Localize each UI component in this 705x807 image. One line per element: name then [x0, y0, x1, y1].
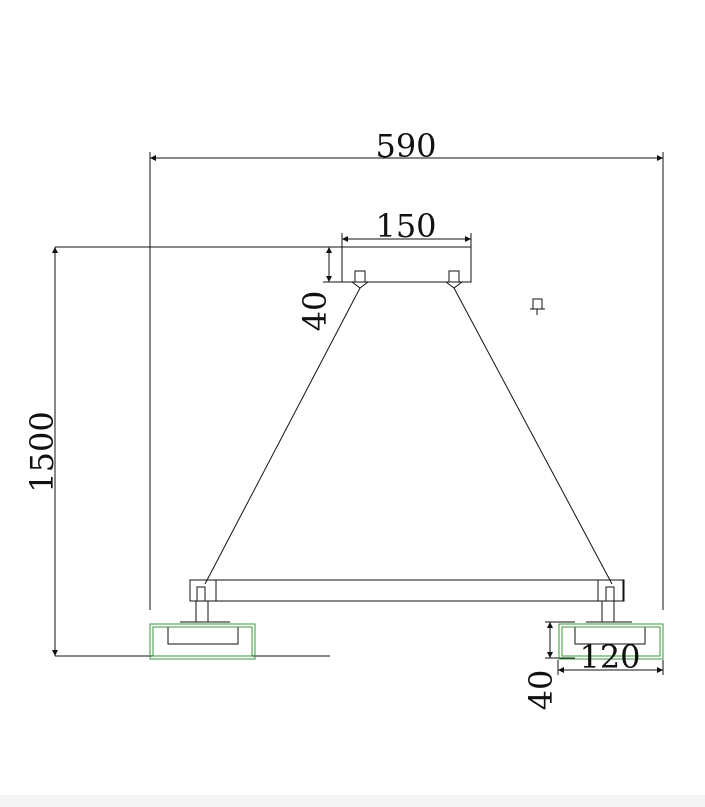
light-bar	[189, 579, 625, 602]
canopy-height-dimension	[323, 247, 342, 283]
fixture-depth-dimension	[557, 660, 664, 675]
left-fixture-outline	[149, 623, 256, 660]
overall-height-label: 1500	[23, 411, 61, 492]
suspension-cables	[204, 287, 613, 585]
canopy-height-label: 40	[296, 291, 334, 332]
plug-icon	[530, 298, 545, 315]
ceiling-canopy	[341, 246, 472, 289]
right-fixture-outline	[558, 623, 664, 660]
canopy-width-label: 150	[375, 207, 436, 245]
fixture-height-label: 40	[522, 670, 560, 711]
left-end-fixture	[167, 600, 239, 645]
fixture-depth-label: 120	[579, 638, 640, 676]
fixture-height-dimension	[545, 621, 575, 659]
canopy-width-dimension	[341, 233, 472, 247]
page-bottom-band	[0, 795, 705, 807]
overall-width-dimension	[149, 152, 664, 610]
overall-width-label: 590	[375, 127, 436, 165]
